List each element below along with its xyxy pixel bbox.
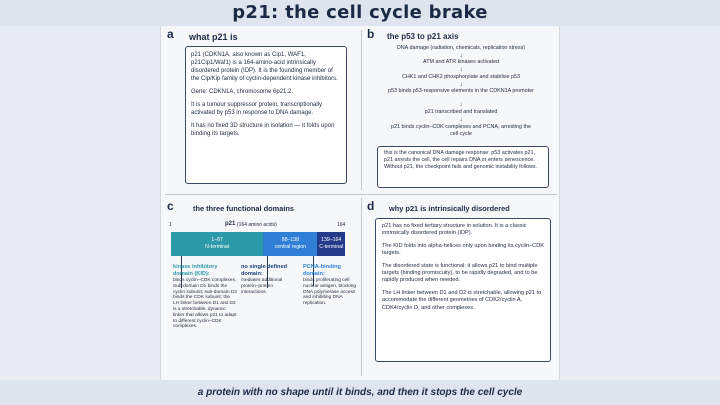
panel-d-paragraph: The LH linker between D1 and D2 is stret… <box>382 289 542 311</box>
flow-step-chk: CHK1 and CHK2 phosphorylate and stabilis… <box>401 74 521 80</box>
pcna-description: binds proliferating cell nuclear antigen… <box>303 278 357 307</box>
panel-b-heading: the p53 to p21 axis <box>387 32 459 41</box>
flow-step-cdk-binding: p21 binds cyclin–CDK complexes and PCNA,… <box>391 124 531 137</box>
panel-a-letter: a <box>167 27 174 41</box>
kid-title: kinase inhibitory domain (KID): <box>173 264 218 277</box>
panel-d-heading: why p21 is intrinsically disordered <box>389 204 510 213</box>
panel-a-paragraph: It has no fixed 3D structure in isolatio… <box>191 123 335 137</box>
axis-end-label: 164 <box>337 222 346 228</box>
pcna-title: PCNA-binding domain: <box>303 264 341 277</box>
axis-start-label: 1 <box>169 222 172 228</box>
domain-range-label: 88–138 <box>281 237 299 243</box>
flow-step-transcription: p21 transcribed and translated <box>424 109 498 115</box>
down-arrow-icon: ↓ <box>459 82 463 88</box>
flow-step-atm-atr: ATM and ATR kinases activated <box>423 59 499 65</box>
panel-a-paragraph: It is a tumour suppressor protein, trans… <box>191 102 323 116</box>
panel-a-paragraph: p21 (CDKN1A, also known as Cip1, WAF1, p… <box>191 52 338 82</box>
down-arrow-icon: ↓ <box>459 67 463 73</box>
down-arrow-icon: ↓ <box>459 117 463 123</box>
vertical-divider-bottom <box>361 198 362 376</box>
leader-line-pcna <box>313 256 314 286</box>
axis-protein-label: p21 <box>225 221 236 227</box>
panel-d-paragraph: The disordered state is functional: it a… <box>382 262 538 284</box>
panel-a-textbox: p21 (CDKN1A, also known as Cip1, WAF1, p… <box>185 46 347 184</box>
panel-a-paragraph: Gene: CDKN1A, chromosome 6p21.2. <box>191 89 294 95</box>
panel-d-paragraph: The KID folds into alpha-helices only up… <box>382 242 544 257</box>
panel-b-letter: b <box>367 27 375 41</box>
panel-d-textbox: p21 has no fixed tertiary structure in s… <box>375 218 551 362</box>
axis-length-label: (164 amino acids) <box>237 222 277 228</box>
panel-a-heading: what p21 is <box>189 32 238 42</box>
panel-b-summary: this is the canonical DNA damage respons… <box>384 150 538 170</box>
leader-line-central <box>267 256 268 288</box>
kid-description: binds cyclin–CDK complexes. Sub-domain D… <box>173 278 237 330</box>
panel-d-paragraph: p21 has no fixed tertiary structure in s… <box>382 223 527 237</box>
vertical-divider-top <box>361 30 362 190</box>
flow-step-p53-binding: p53 binds p53-responsive elements in the… <box>388 88 534 94</box>
domain-name-label: C-terminal <box>319 243 344 250</box>
panel-c-letter: c <box>167 199 174 213</box>
domain-range-label: 139–164 <box>321 237 342 243</box>
domain-range-label: 1–87 <box>211 237 223 243</box>
footer-caption: a protein with no shape until it binds, … <box>197 387 523 398</box>
footer-bar: a protein with no shape until it binds, … <box>0 380 720 405</box>
figure-canvas: a what p21 is p21 (CDKN1A, also known as… <box>160 26 560 380</box>
domain-name-label: N-terminal <box>205 243 230 250</box>
page-title: p21: the cell cycle brake <box>232 2 488 23</box>
central-description: mediates additional protein–protein inte… <box>241 278 283 295</box>
domain-name-label: central region <box>274 243 307 250</box>
down-arrow-icon: ↓ <box>459 53 463 59</box>
panel-c-heading: the three functional domains <box>193 204 295 213</box>
flow-step-dna-damage: DNA damage (radiation, chemicals, replic… <box>396 45 526 51</box>
horizontal-divider <box>165 194 557 195</box>
panel-b-summary-box: this is the canonical DNA damage respons… <box>377 146 549 188</box>
panel-d-letter: d <box>367 199 375 213</box>
central-title: no single defined domain: <box>241 264 287 277</box>
leader-line-kid <box>181 256 182 288</box>
down-arrow-icon: ↓ <box>459 102 463 108</box>
title-bar: p21: the cell cycle brake <box>0 0 720 26</box>
